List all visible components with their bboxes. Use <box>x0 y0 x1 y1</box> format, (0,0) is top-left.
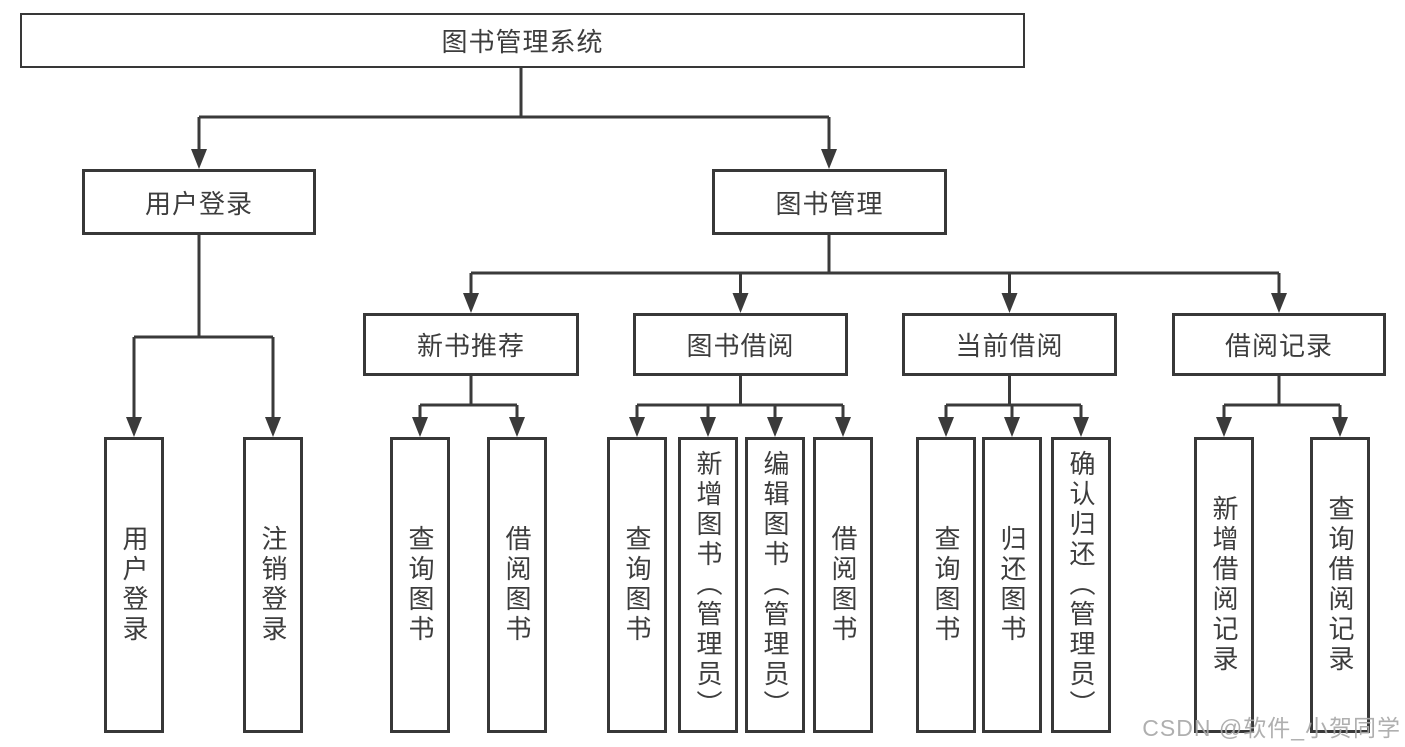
node-br-query-record: 查询借阅记录 <box>1310 437 1370 733</box>
node-br-add-record: 新增借阅记录 <box>1194 437 1254 733</box>
node-leaf-user-login-label: 用户登录 <box>119 525 149 645</box>
node-cb-confirm-return-admin-label: 确认归还（管理员） <box>1066 450 1096 720</box>
node-borrow-records: 借阅记录 <box>1172 313 1386 376</box>
node-bb-edit-book-admin-label: 编辑图书（管理员） <box>760 450 790 720</box>
node-cb-return-book-label: 归还图书 <box>997 525 1027 645</box>
node-rec-borrow-book: 借阅图书 <box>487 437 547 733</box>
node-book-management-module-label: 图书管理 <box>775 188 884 219</box>
node-bb-add-book-admin: 新增图书（管理员） <box>678 437 738 733</box>
node-root-system: 图书管理系统 <box>20 13 1025 68</box>
node-rec-query-book: 查询图书 <box>390 437 450 733</box>
node-current-borrow-label: 当前借阅 <box>955 331 1064 361</box>
node-br-query-record-label: 查询借阅记录 <box>1325 495 1355 675</box>
node-leaf-user-login: 用户登录 <box>104 437 164 733</box>
node-bb-borrow-book-label: 借阅图书 <box>828 525 858 645</box>
node-rec-query-book-label: 查询图书 <box>405 525 435 645</box>
node-book-borrow: 图书借阅 <box>633 313 848 376</box>
node-borrow-records-label: 借阅记录 <box>1224 331 1333 361</box>
node-leaf-logout-label: 注销登录 <box>258 525 288 645</box>
node-bb-add-book-admin-label: 新增图书（管理员） <box>693 450 723 720</box>
node-cb-query-book: 查询图书 <box>916 437 976 733</box>
node-bb-edit-book-admin: 编辑图书（管理员） <box>745 437 805 733</box>
node-bb-query-book: 查询图书 <box>607 437 667 733</box>
node-cb-query-book-label: 查询图书 <box>931 525 961 645</box>
node-rec-borrow-book-label: 借阅图书 <box>502 525 532 645</box>
node-bb-query-book-label: 查询图书 <box>622 525 652 645</box>
watermark-csdn: CSDN @软件_小贺同学 <box>1142 715 1401 741</box>
node-root-system-label: 图书管理系统 <box>441 27 604 57</box>
node-new-book-recommend: 新书推荐 <box>363 313 579 376</box>
node-cb-confirm-return-admin: 确认归还（管理员） <box>1051 437 1111 733</box>
node-user-login-module: 用户登录 <box>82 169 316 235</box>
node-leaf-logout: 注销登录 <box>243 437 303 733</box>
node-book-management-module: 图书管理 <box>712 169 947 235</box>
node-br-add-record-label: 新增借阅记录 <box>1209 495 1239 675</box>
node-bb-borrow-book: 借阅图书 <box>813 437 873 733</box>
node-user-login-module-label: 用户登录 <box>144 188 253 219</box>
node-current-borrow: 当前借阅 <box>902 313 1117 376</box>
node-book-borrow-label: 图书借阅 <box>686 331 795 361</box>
node-new-book-recommend-label: 新书推荐 <box>416 331 525 361</box>
node-cb-return-book: 归还图书 <box>982 437 1042 733</box>
